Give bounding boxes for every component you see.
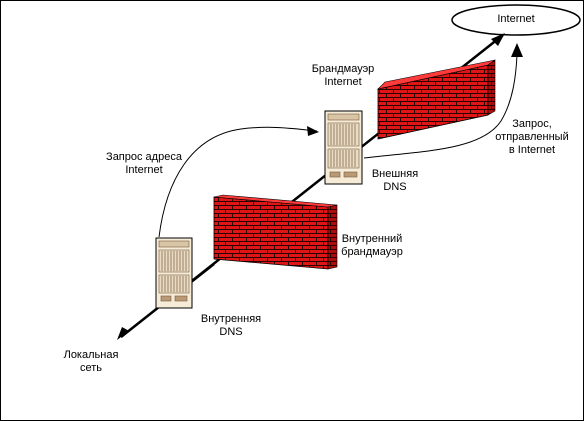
internal-dns-server-icon [155,237,193,309]
internal-firewall-label: Внутренний брандмауэр [335,233,409,259]
internet-firewall-label: Брандмауэр Internet [308,63,378,89]
local-network-label: Локальная сеть [59,349,123,375]
address-request-line-1: Запрос адреса [106,151,182,163]
external-dns-label-line-2: DNS [383,181,407,193]
internal-dns-label-line-1: Внутренняя [200,313,262,325]
address-request-curve [158,126,318,238]
forwarded-request-line-2: отправленный [495,131,569,143]
internet-firewall-wall [377,59,496,140]
external-dns-label: Внешняя DNS [367,168,423,194]
internal-dns-label: Внутренняя DNS [195,313,267,339]
internal-dns-label-line-2: DNS [219,326,243,338]
forwarded-request-line-3: в Internet [508,144,556,156]
internal-firewall-wall [213,194,338,270]
internal-firewall-front [213,196,329,270]
external-dns-server-icon [324,110,363,185]
address-request-arrowhead-icon [307,126,319,136]
internet-label: Internet [484,13,548,26]
internet-arrowhead-icon [491,33,505,46]
forwarded-request-arrowhead-icon [511,43,523,57]
address-request-line-2: Internet [125,164,163,176]
internet-firewall-label-line-1: Брандмауэр [311,63,375,75]
internal-firewall-label-line-2: брандмауэр [341,246,403,258]
forwarded-request-line-1: Запрос, [512,118,552,130]
internet-cloud-ellipse [451,4,581,36]
internet-firewall-side [487,59,496,116]
internal-firewall-side [327,204,338,270]
internet-label-text: Internet [497,13,535,25]
local-network-label-line-2: сеть [79,362,103,374]
address-request-label: Запрос адреса Internet [103,151,185,177]
local-network-label-line-1: Локальная [63,349,119,361]
forwarded-request-label: Запрос, отправленный в Internet [489,118,575,157]
internet-firewall-label-line-2: Internet [324,76,362,88]
internal-firewall-label-line-1: Внутренний [341,233,403,245]
local-network-arrowhead-icon [117,327,129,340]
forwarded-request-curve [363,54,518,159]
external-dns-label-line-1: Внешняя [371,168,419,180]
